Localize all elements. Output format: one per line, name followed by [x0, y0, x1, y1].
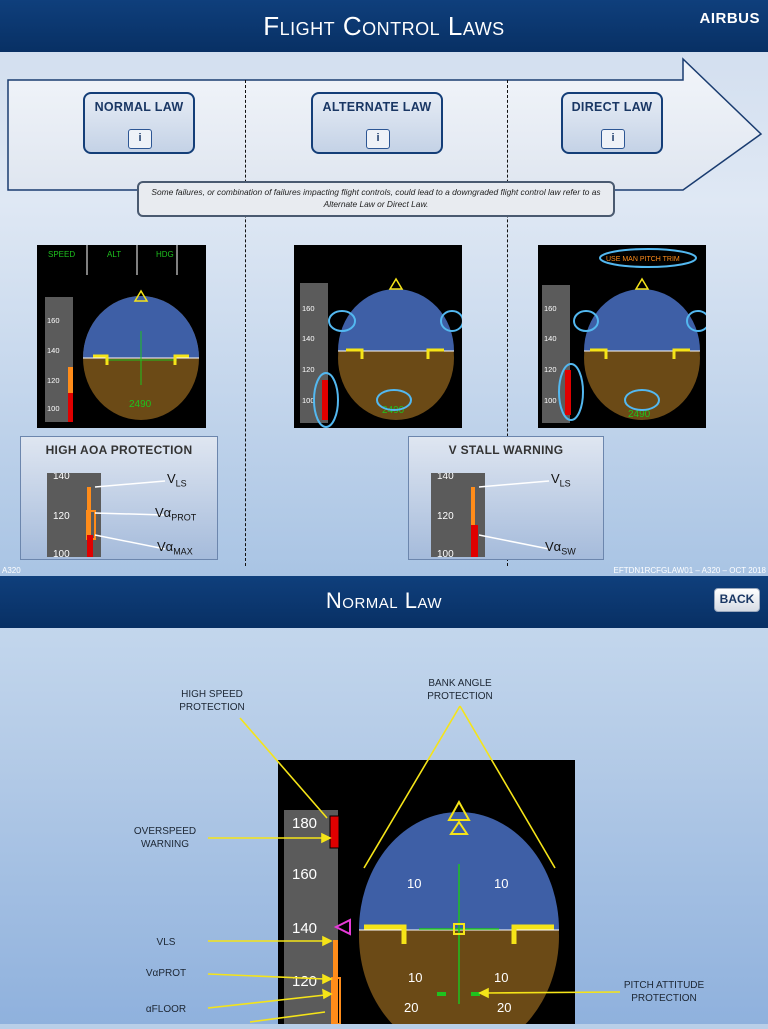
fma-speed: SPEED — [48, 250, 75, 259]
label-vls-stall: VLS — [551, 471, 571, 489]
svg-text:10: 10 — [494, 876, 508, 891]
svg-text:160: 160 — [302, 304, 315, 313]
back-button[interactable]: BACK — [714, 588, 760, 612]
divider-normal-alternate — [245, 80, 246, 566]
label-valpha-max: VαMAX — [157, 539, 193, 557]
pfd-large-display: 180 160 140 120 10 10 10 10 20 20 — [284, 799, 559, 1029]
label-high-speed-protection: HIGH SPEED PROTECTION — [179, 689, 245, 713]
high-aoa-speed-tape: 140 120 100 — [47, 473, 166, 559]
svg-text:20: 20 — [497, 1000, 511, 1015]
svg-text:10: 10 — [494, 970, 508, 985]
alternate-law-info-icon[interactable]: i — [366, 129, 390, 149]
label-valpha-prot: VαPROT — [155, 505, 197, 523]
svg-text:100: 100 — [302, 396, 315, 405]
svg-text:120: 120 — [53, 511, 70, 522]
pfd-normal-law-large: 180 160 140 120 10 10 10 10 20 20 — [278, 760, 575, 1029]
svg-text:120: 120 — [302, 365, 315, 374]
pfd-normal-display: SPEED ALT HDG 160 140 120 100 2490 — [45, 245, 199, 422]
label-vls: VLS — [167, 471, 187, 489]
svg-text:100: 100 — [437, 549, 454, 559]
footer-right: EFTDN1RCFGLAW01 – A320 – OCT 2018 — [613, 566, 766, 575]
direct-law-info-icon[interactable]: i — [601, 129, 625, 149]
normal-law-label: NORMAL LAW — [94, 100, 184, 114]
direct-law-button[interactable]: DIRECT LAW i — [561, 92, 663, 154]
trim-message: USE MAN PITCH TRIM — [606, 256, 680, 263]
speed-tick-140: 140 — [47, 346, 60, 355]
svg-text:120: 120 — [437, 511, 454, 522]
label-valpha-sw: VαSW — [545, 539, 576, 557]
speed-180: 180 — [292, 815, 317, 832]
page-title: Flight Control Laws — [263, 11, 505, 41]
pfd-direct-display: USE MAN PITCH TRIM 160 140 120 100 2490 — [542, 248, 710, 423]
label-bank-angle-protection: BANK ANGLE PROTECTION — [427, 678, 493, 702]
speed-tick-160: 160 — [47, 316, 60, 325]
svg-text:100: 100 — [544, 396, 557, 405]
pfd-direct-law: USE MAN PITCH TRIM 160 140 120 100 2490 — [538, 245, 710, 428]
title-bar: Flight Control Laws AIRBUS — [0, 0, 768, 52]
svg-text:120: 120 — [544, 365, 557, 374]
pfd-alternate-display: 160 140 120 100 2490 — [300, 277, 464, 428]
label-vaprot: VαPROT — [145, 968, 187, 979]
altitude-readout: 2490 — [129, 399, 152, 410]
svg-text:100: 100 — [53, 549, 70, 559]
svg-text:140: 140 — [544, 334, 557, 343]
alternate-law-button[interactable]: ALTERNATE LAW i — [311, 92, 443, 154]
airbus-logo: AIRBUS — [699, 10, 760, 27]
footer-left: A320 — [2, 566, 21, 575]
v-stall-title: V STALL WARNING — [448, 443, 564, 457]
fma-alt: ALT — [107, 250, 121, 259]
direct-law-label: DIRECT LAW — [571, 100, 653, 114]
high-aoa-title: HIGH AOA PROTECTION — [45, 443, 193, 457]
svg-text:10: 10 — [407, 876, 421, 891]
speed-tick-100: 100 — [47, 404, 60, 413]
label-vls-normal: VLS — [156, 937, 176, 948]
pfd-normal-law: SPEED ALT HDG 160 140 120 100 2490 — [37, 245, 206, 428]
title-bar-2: Normal Law — [0, 576, 768, 628]
label-afloor: αFLOOR — [145, 1004, 187, 1015]
speed-140: 140 — [292, 920, 317, 937]
svg-text:2490: 2490 — [628, 409, 651, 420]
page-title-2: Normal Law — [325, 588, 443, 613]
fma-hdg: HDG — [156, 250, 174, 259]
label-pitch-attitude-protection: PITCH ATTITUDE PROTECTION — [623, 980, 705, 1004]
svg-text:140: 140 — [302, 334, 315, 343]
normal-law-info-icon[interactable]: i — [128, 129, 152, 149]
normal-law-button[interactable]: NORMAL LAW i — [83, 92, 195, 154]
v-stall-speed-tape: 140 120 100 — [431, 473, 550, 559]
callout-lines — [207, 705, 621, 1023]
svg-text:20: 20 — [404, 1000, 418, 1015]
pfd-alternate-law: 160 140 120 100 2490 — [294, 245, 464, 428]
slide-flight-control-laws: Flight Control Laws AIRBUS NORMAL LAW i … — [0, 0, 768, 576]
v-stall-warning-panel: V STALL WARNING 140 120 100 VLS VαSW — [408, 436, 604, 560]
speed-tick-120: 120 — [47, 376, 60, 385]
svg-text:140: 140 — [437, 473, 454, 482]
speed-160: 160 — [292, 866, 317, 883]
divider-alternate-direct — [507, 80, 508, 566]
alternate-law-label: ALTERNATE LAW — [322, 100, 432, 114]
svg-text:160: 160 — [544, 304, 557, 313]
label-overspeed-warning: OVERSPEED WARNING — [133, 826, 197, 850]
svg-text:10: 10 — [408, 970, 422, 985]
high-aoa-protection-panel: HIGH AOA PROTECTION 140 120 100 VLS VαPR… — [20, 436, 218, 560]
svg-text:140: 140 — [53, 473, 70, 482]
degradation-note: Some failures, or combination of failure… — [137, 181, 615, 217]
